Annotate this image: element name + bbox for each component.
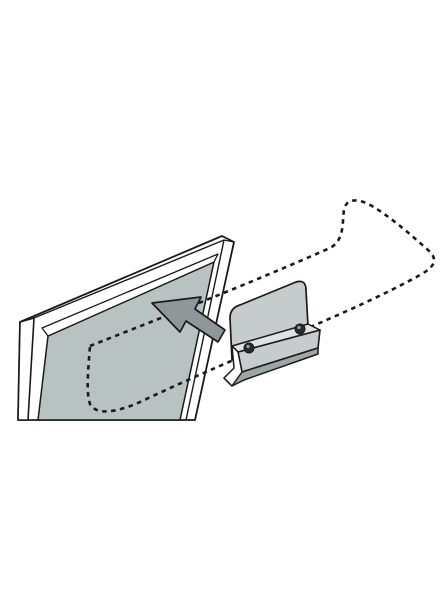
panel-frame-side: [17, 317, 35, 421]
screw-right: [294, 323, 306, 335]
bracket-end-face: [223, 345, 243, 387]
insert-arrow: [151, 296, 226, 343]
mounting-bracket: [223, 280, 321, 387]
glass-bevel: [41, 253, 219, 337]
panel-frame-inner-line: [33, 239, 225, 319]
panel: [17, 235, 235, 421]
screw-left: [243, 342, 255, 354]
panel-frame-right-edge: [223, 239, 235, 243]
dashed-outline: [86, 199, 436, 413]
